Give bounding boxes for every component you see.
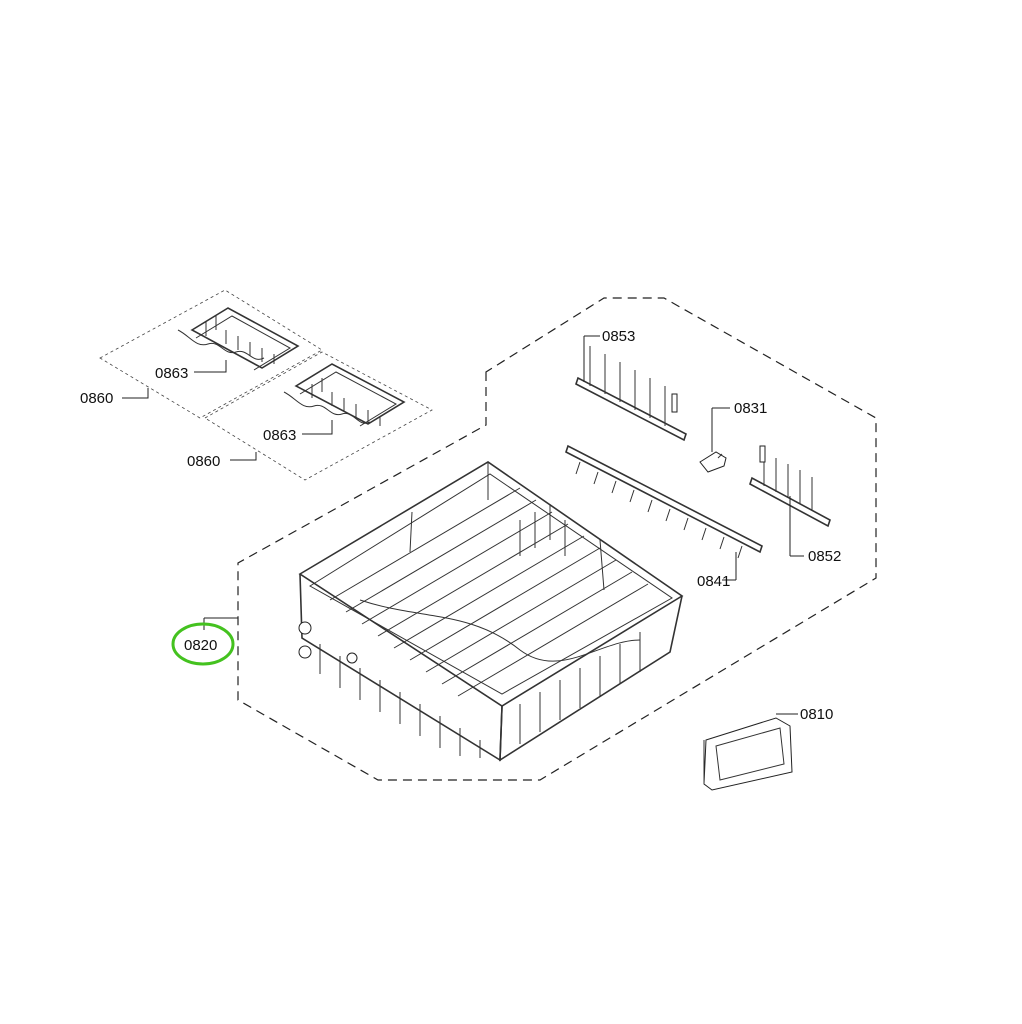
- callout-0820[interactable]: 0820: [184, 637, 217, 654]
- leader-0853: [583, 335, 600, 382]
- leader-0841: [722, 552, 737, 581]
- upper-dish-rack: [298, 461, 684, 762]
- clip-0831: [699, 444, 727, 473]
- rail-0841: [565, 444, 763, 559]
- leader-0863-lower: [302, 420, 333, 435]
- callout-0863-lower[interactable]: 0863: [263, 427, 296, 444]
- tine-rack-0853: [575, 346, 687, 442]
- highlight-ring-0820: [171, 622, 235, 666]
- tine-rack-0852: [749, 445, 831, 528]
- callout-0853[interactable]: 0853: [602, 328, 635, 345]
- assembly-boundary: [237, 297, 877, 781]
- leader-0860-upper: [122, 388, 149, 399]
- callout-0831[interactable]: 0831: [734, 400, 767, 417]
- callout-0841[interactable]: 0841: [697, 573, 730, 590]
- callout-0863-upper[interactable]: 0863: [155, 365, 188, 382]
- rack-group-boundary-upper: [99, 289, 323, 419]
- callout-0852[interactable]: 0852: [808, 548, 841, 565]
- callout-0860-upper[interactable]: 0860: [80, 390, 113, 407]
- cutlery-rack-lower: [283, 363, 406, 427]
- leader-0863-upper: [194, 360, 227, 373]
- handle-cover-0810: [703, 717, 793, 791]
- leader-0831: [711, 407, 730, 452]
- cutlery-rack-upper: [177, 307, 300, 371]
- leader-0860-lower: [230, 452, 257, 461]
- rack-group-boundary-lower: [204, 351, 433, 481]
- callout-0810[interactable]: 0810: [800, 706, 833, 723]
- leader-0852: [789, 496, 804, 557]
- callout-0860-lower[interactable]: 0860: [187, 453, 220, 470]
